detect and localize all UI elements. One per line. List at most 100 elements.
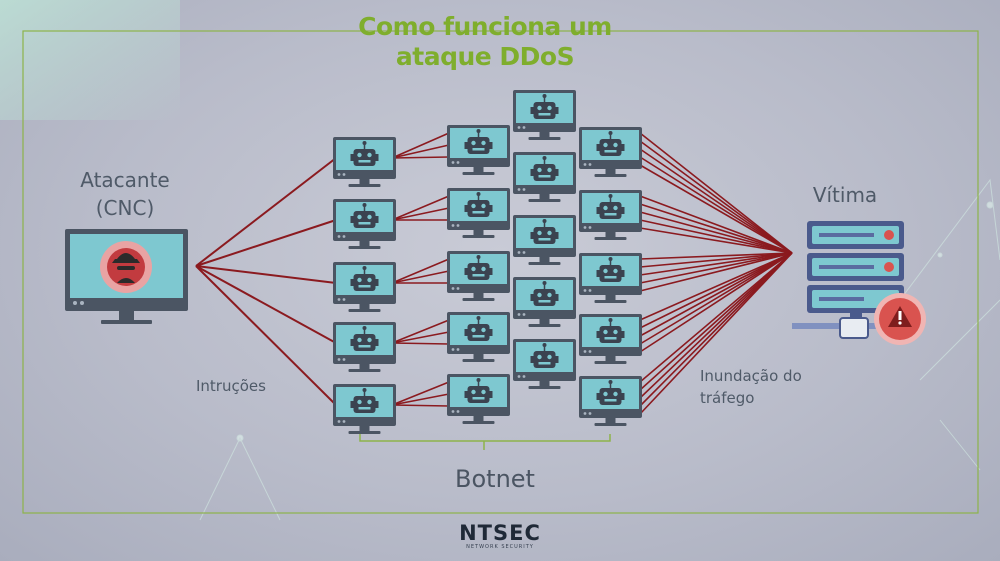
instruction-line (391, 270, 450, 284)
bot-robot-icon (530, 343, 559, 368)
flood-label: Inundação do tráfego (700, 365, 850, 409)
bot-computer (333, 384, 396, 434)
bot-computer (447, 312, 510, 362)
flood-line (639, 252, 793, 329)
flood-line (639, 195, 793, 254)
attacker-computer (65, 229, 188, 324)
bot-robot-icon (596, 380, 625, 405)
attacker-label: Atacante (CNC) (50, 166, 200, 222)
bot-computer (447, 374, 510, 424)
attacker-label-line-2: (CNC) (95, 196, 155, 220)
server-icon (792, 221, 904, 339)
instruction-line (195, 219, 337, 267)
instruction-line (391, 393, 450, 406)
ntsec-logo: NTSEC NETWORK SECURITY (445, 522, 555, 550)
bot-computer (579, 314, 642, 364)
flood-line (639, 252, 793, 415)
bot-robot-icon (464, 255, 493, 280)
instruction-line (391, 207, 450, 221)
bot-robot-icon (350, 326, 379, 351)
flood-line (639, 252, 793, 391)
title-line-2: ataque DDoS (395, 42, 575, 71)
bot-robot-icon (530, 94, 559, 119)
bot-computer (579, 127, 642, 177)
botnet-label: Botnet (455, 465, 535, 493)
instruction-line (391, 331, 450, 344)
flood-line (639, 203, 793, 254)
bot-robot-icon (350, 203, 379, 228)
flood-line (639, 164, 793, 254)
bot-robot-icon (350, 141, 379, 166)
bot-robot-icon (530, 219, 559, 244)
network-decoration (199, 178, 1000, 521)
bot-computer (579, 190, 642, 240)
flood-line (639, 156, 793, 254)
bot-robot-icon (350, 266, 379, 291)
bot-robot-icon (350, 388, 379, 413)
instruction-line (391, 258, 450, 284)
bot-robot-icon (596, 194, 625, 219)
instruction-line (391, 381, 450, 406)
bot-computer (513, 152, 576, 202)
flood-line (639, 252, 793, 407)
flood-line (639, 252, 793, 353)
instruction-line (391, 144, 450, 159)
flood-line (639, 252, 793, 292)
flood-label-line-1: Inundação do (700, 367, 802, 385)
bot-computer (447, 251, 510, 301)
title-line-1: Como funciona um (358, 12, 612, 41)
attacker-label-line-1: Atacante (80, 168, 170, 192)
victim-label: Vítima (812, 183, 878, 207)
flood-line (639, 252, 793, 268)
logo-name: NTSEC (459, 521, 541, 545)
flood-line (639, 252, 793, 345)
instruction-line (195, 265, 337, 344)
flood-line (639, 252, 793, 399)
flood-line (639, 132, 793, 254)
bot-robot-icon (464, 378, 493, 403)
flood-line (639, 252, 793, 284)
bot-computer (447, 125, 510, 175)
diagram-frame (22, 30, 979, 514)
bot-robot-icon (464, 316, 493, 341)
flood-line (639, 252, 793, 337)
flood-line (639, 219, 793, 254)
instruction-line (391, 342, 450, 345)
instructions-label: Intruções (196, 377, 266, 395)
instruction-line (391, 404, 450, 407)
bot-computer (513, 339, 576, 389)
flood-line (639, 227, 793, 254)
bot-robot-icon (596, 318, 625, 343)
bot-robot-icon (464, 192, 493, 217)
corner-glow (0, 0, 180, 120)
instruction-line (391, 156, 450, 159)
flood-line (639, 211, 793, 254)
victim-server (792, 221, 926, 345)
instruction-line (391, 132, 450, 159)
botnet-bracket (359, 434, 611, 450)
warning-icon (874, 293, 926, 345)
bot-computer (579, 376, 642, 426)
bot-computer (579, 253, 642, 303)
bot-computer (333, 262, 396, 312)
flood-line (639, 252, 793, 260)
instruction-line (195, 265, 337, 284)
bot-robot-icon (530, 156, 559, 181)
instruction-line (391, 319, 450, 344)
instruction-line (195, 157, 337, 267)
flood-label-line-2: tráfego (700, 389, 755, 407)
flood-line (639, 252, 793, 276)
instruction-line (391, 195, 450, 221)
instruction-line (195, 265, 337, 406)
bot-robot-icon (464, 129, 493, 154)
logo-tagline: NETWORK SECURITY (466, 544, 534, 550)
attacker-hacker-icon (100, 241, 152, 293)
bot-robot-icon (596, 257, 625, 282)
bot-computer (333, 199, 396, 249)
flood-line (639, 252, 793, 383)
bot-computer (513, 277, 576, 327)
flood-line (639, 252, 793, 321)
bot-computer (513, 90, 576, 140)
